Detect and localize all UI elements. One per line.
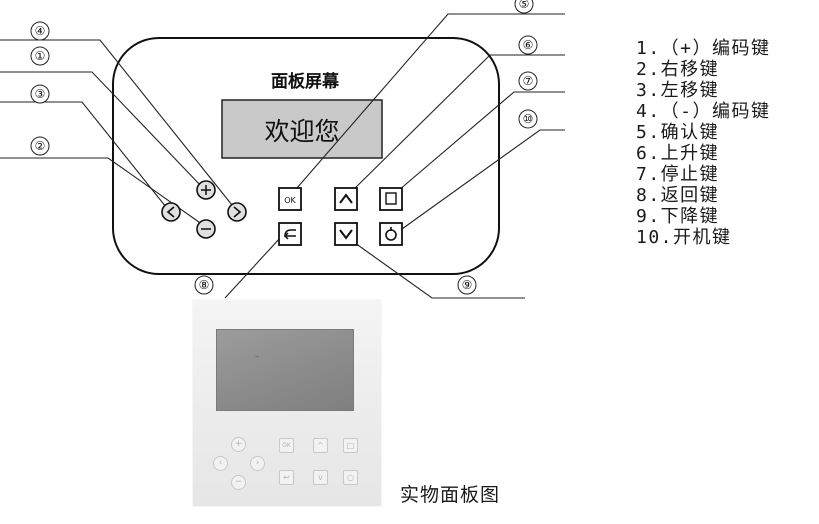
callout-8: ⑧ <box>194 275 214 295</box>
callout-3: ③ <box>30 84 50 104</box>
photo-up-button: ^ <box>313 438 328 453</box>
callout-6: ⑥ <box>518 35 538 55</box>
callout-5: ⑤ <box>514 0 534 14</box>
ok-button[interactable]: OK <box>278 187 302 211</box>
photo-left-button: ‹ <box>213 456 228 471</box>
photo-screen <box>216 329 354 411</box>
power-button[interactable] <box>379 222 403 246</box>
right-move-button[interactable] <box>227 202 247 222</box>
svg-text:④: ④ <box>35 24 46 38</box>
svg-text:⑨: ⑨ <box>462 278 473 292</box>
svg-text:OK: OK <box>284 196 296 205</box>
photo-caption: 实物面板图 <box>400 484 501 506</box>
plus-encoder-button[interactable] <box>196 180 216 200</box>
callout-9: ⑨ <box>457 275 477 295</box>
photo-ok-button: OK <box>279 438 294 453</box>
panel-title: 面板屏幕 <box>271 71 340 92</box>
panel-screen <box>221 99 383 159</box>
svg-text:⑦: ⑦ <box>523 74 534 88</box>
callout-4: ④ <box>30 21 50 41</box>
photo-power-button: ○ <box>343 470 358 485</box>
left-move-button[interactable] <box>161 202 181 222</box>
leader-lines <box>0 13 565 299</box>
callout-7: ⑦ <box>518 71 538 91</box>
callout-1: ① <box>30 46 50 66</box>
svg-text:⑥: ⑥ <box>523 38 534 52</box>
back-button[interactable] <box>278 222 302 246</box>
legend-item-2: 2.右移键 <box>636 59 720 80</box>
svg-text:⑧: ⑧ <box>199 278 210 292</box>
up-button[interactable] <box>334 187 358 211</box>
panel-screen-text: 欢迎您 <box>264 117 339 146</box>
button-legend: 1.（+）编码键 2.右移键 3.左移键 4.（-）编码键 5.确认键 6.上升… <box>636 38 771 248</box>
photo-plus-button: + <box>231 437 246 452</box>
photo-stop-button: □ <box>343 438 358 453</box>
legend-item-10: 10.开机键 <box>636 227 732 248</box>
legend-item-3: 3.左移键 <box>636 80 720 101</box>
svg-text:①: ① <box>35 49 46 63</box>
photo-back-button: ↩ <box>279 470 294 485</box>
callout-10: ⑩ <box>518 109 538 129</box>
stop-button[interactable] <box>379 187 403 211</box>
legend-item-7: 7.停止键 <box>636 164 720 185</box>
svg-text:②: ② <box>35 139 46 153</box>
photo-right-button: › <box>250 456 265 471</box>
legend-item-1: 1.（+）编码键 <box>636 38 771 59</box>
down-button[interactable] <box>334 222 358 246</box>
svg-text:③: ③ <box>35 87 46 101</box>
legend-item-9: 9.下降键 <box>636 206 720 227</box>
legend-item-8: 8.返回键 <box>636 185 720 206</box>
legend-item-5: 5.确认键 <box>636 122 720 143</box>
svg-text:⑩: ⑩ <box>523 112 534 126</box>
callout-2: ② <box>30 136 50 156</box>
panel-photo: ⌁ + ‹ › − OK ^ □ ↩ v ○ <box>193 300 381 506</box>
photo-logo-icon: ⌁ <box>255 352 260 361</box>
photo-minus-button: − <box>231 475 246 490</box>
legend-item-4: 4.（-）编码键 <box>636 101 771 122</box>
minus-encoder-button[interactable] <box>196 219 216 239</box>
svg-text:⑤: ⑤ <box>519 0 530 11</box>
photo-down-button: v <box>313 470 328 485</box>
legend-item-6: 6.上升键 <box>636 143 720 164</box>
